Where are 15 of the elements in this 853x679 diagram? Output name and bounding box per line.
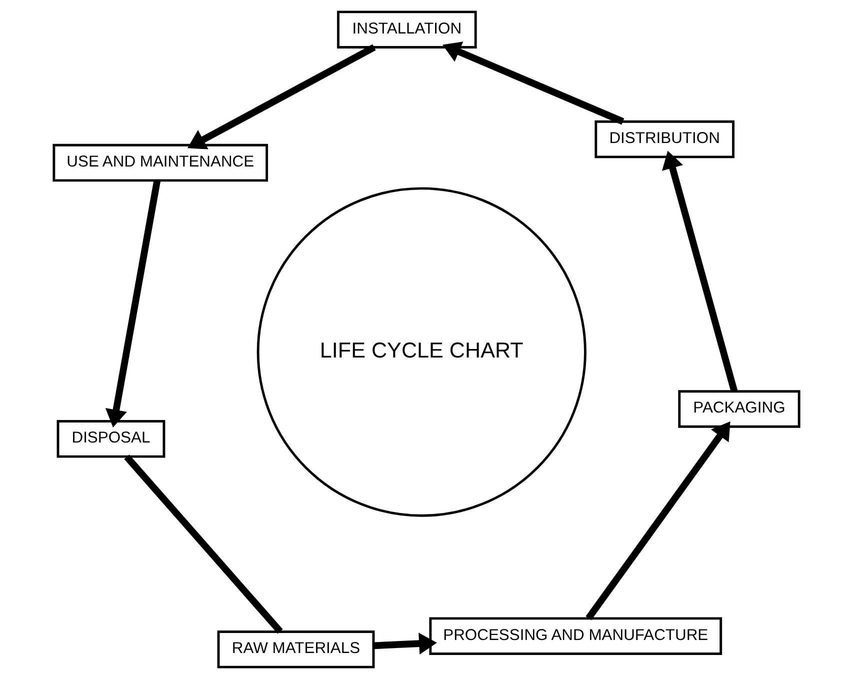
node-box: USE AND MAINTENANCE [52, 144, 268, 182]
node-circle: LIFE CYCLE CHART [256, 187, 586, 517]
node-box: DISTRIBUTION [594, 120, 734, 158]
node-box: PROCESSING AND MANUFACTURE [429, 617, 722, 655]
arrow [586, 421, 730, 620]
arrow [662, 150, 738, 392]
arrow [373, 632, 437, 654]
arrow [187, 44, 376, 150]
arrow [442, 42, 624, 125]
node-box: RAW MATERIALS [217, 630, 375, 668]
node-box: PACKAGING [678, 390, 800, 428]
node-box: INSTALLATION [337, 10, 477, 48]
connector [124, 454, 283, 634]
arrow [105, 180, 161, 428]
node-box: DISPOSAL [56, 420, 166, 458]
